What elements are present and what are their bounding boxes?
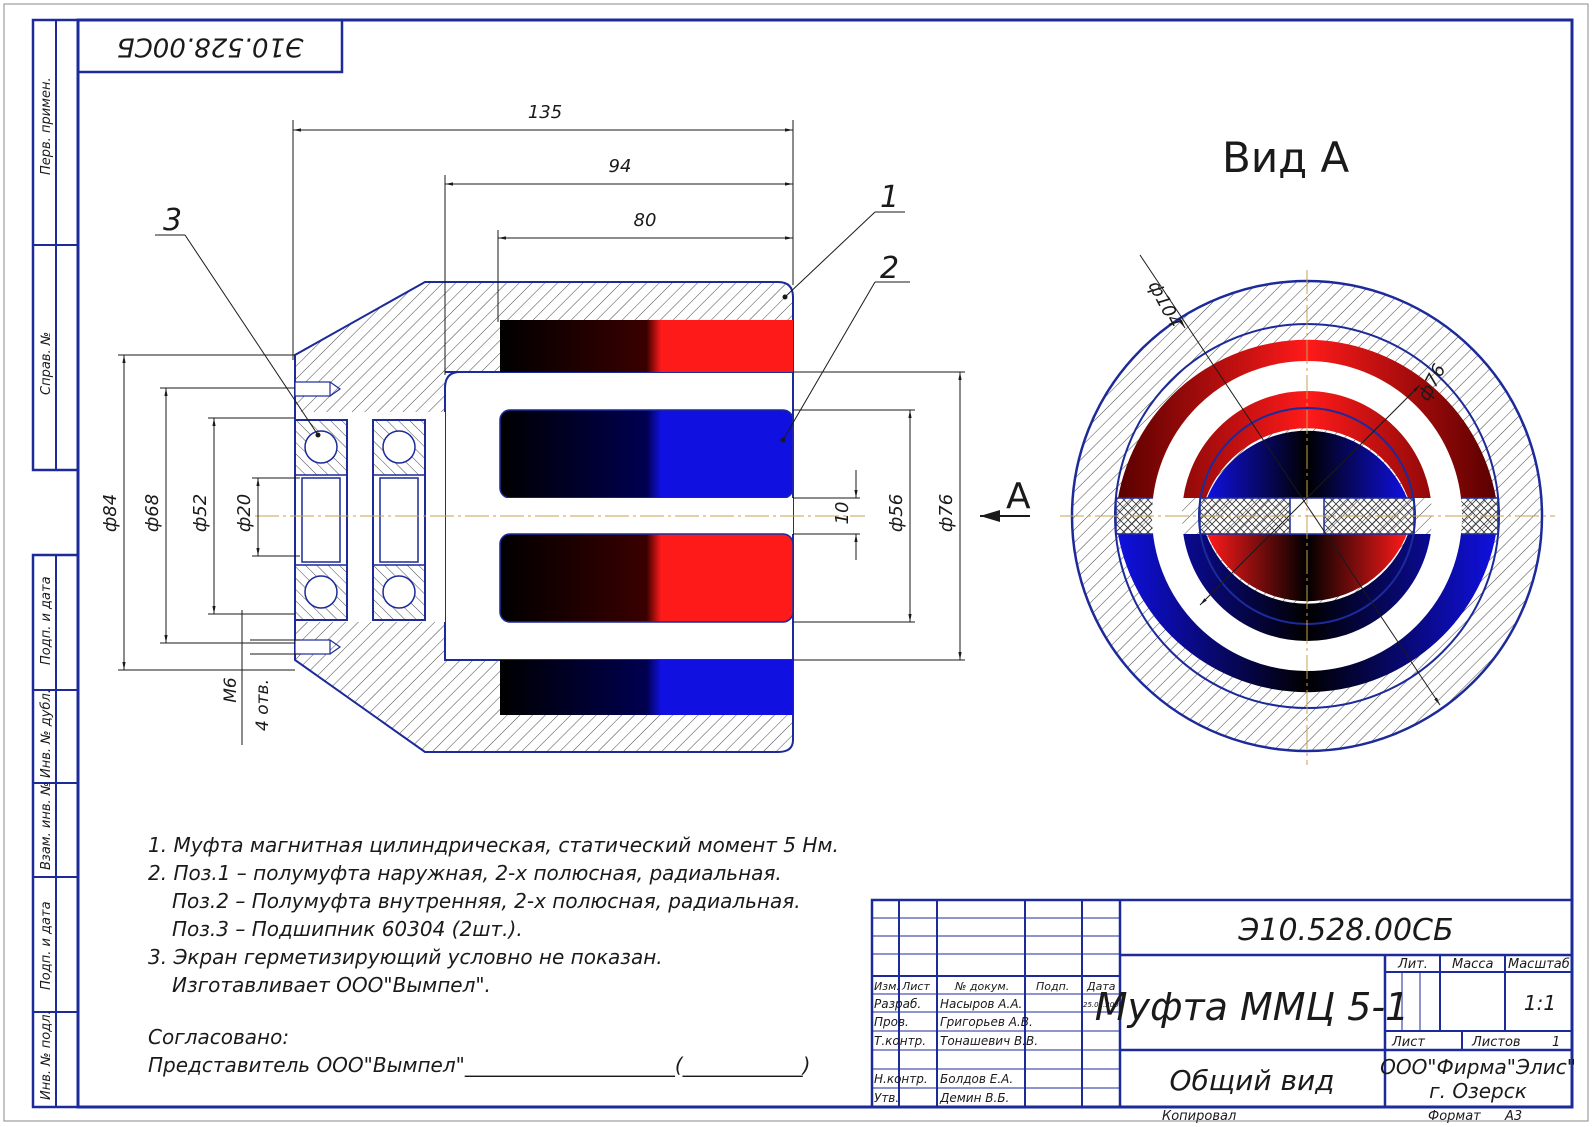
dim-80: 80 (634, 210, 657, 231)
title-block: Э10.528.00СБ Муфта ММЦ 5-1 Общий вид Изм… (870, 898, 1576, 1124)
tb-h-doc: № докум. (954, 980, 1009, 993)
tb-view: Общий вид (1169, 1064, 1334, 1097)
dim-d84: ф84 (100, 494, 121, 532)
inner-magnet-top (499, 409, 794, 499)
dim-135: 135 (528, 102, 562, 123)
tb-h-podp: Подп. (1036, 980, 1069, 993)
note-6: Изготавливает ООО"Вымпел". (172, 973, 491, 997)
code-stamp-top: Э10.528.00СБ (76, 18, 344, 74)
note-1: 1. Муфта магнитная цилиндрическая, стати… (148, 833, 839, 857)
tb-massa: Масса (1452, 957, 1493, 972)
tb-org-2: г. Озерск (1429, 1079, 1527, 1103)
outer-magnet-bottom (500, 660, 793, 715)
tb-format-label: Формат (1428, 1109, 1481, 1124)
note-3: Поз.2 – Полумуфта внутренняя, 2-х полюсн… (172, 889, 801, 913)
side-label-podp-data-2: Подп. и дата (39, 901, 54, 990)
dim-d20: ф20 (234, 494, 255, 532)
tb-name-4: Болдов Е.А. (940, 1072, 1013, 1086)
technical-notes: 1. Муфта магнитная цилиндрическая, стати… (148, 833, 839, 1077)
tb-name-1: Насыров А.А. (940, 997, 1022, 1011)
agreement-label: Согласовано: (148, 1025, 289, 1049)
tb-kopiroval: Копировал (1162, 1109, 1236, 1124)
tb-lit: Лит. (1397, 957, 1428, 972)
position-leaders: 1 2 3 (155, 180, 910, 443)
section-view (255, 281, 865, 753)
side-stamp: Перв. примен. Справ. № Подп. и дата Инв.… (31, 18, 80, 1109)
tb-role-5: Утв. (874, 1091, 899, 1105)
view-a-arrow-label: А (1006, 476, 1031, 517)
tb-date-1: 25.01.2006 (1083, 1001, 1124, 1009)
tb-sheets-label: Листов (1471, 1035, 1521, 1050)
position-1: 1 (880, 180, 899, 215)
inner-magnet-bottom (499, 533, 794, 623)
side-label-sprav: Справ. № (39, 332, 54, 395)
code-rotated: Э10.528.00СБ (117, 32, 304, 62)
tb-h-data: Дата (1086, 980, 1116, 993)
view-a-title: Вид А (1222, 133, 1349, 182)
note-2: 2. Поз.1 – полумуфта наружная, 2-х полюс… (148, 861, 782, 885)
tb-h-list: Лист (901, 980, 930, 993)
outer-magnet-top (500, 320, 793, 372)
dim-d56: ф56 (886, 494, 907, 532)
tb-sheets: 1 (1552, 1035, 1560, 1050)
tb-scale: 1:1 (1524, 991, 1556, 1015)
tb-name-3: Тонашевич В.В. (940, 1034, 1038, 1048)
tb-sheet-label: Лист (1391, 1035, 1425, 1050)
dim-d76: ф76 (936, 494, 957, 532)
tb-role-3: Т.контр. (874, 1034, 926, 1048)
dim-d104: ф104 (1144, 277, 1186, 331)
side-label-inv-podl: Инв. № подл. (39, 1010, 54, 1100)
tb-name-2: Григорьев А.В. (940, 1015, 1033, 1029)
note-5: 3. Экран герметизирующий условно не пока… (148, 945, 663, 969)
tb-name: Муфта ММЦ 5-1 (1095, 985, 1409, 1029)
tb-role-2: Пров. (874, 1015, 909, 1029)
side-label-vzam-inv: Взам. инв. № (39, 782, 54, 870)
tb-name-5: Демин В.Б. (939, 1091, 1009, 1105)
side-label-inv-dubl: Инв. № дубл. (39, 689, 54, 778)
dim-thread: М6 (221, 677, 241, 703)
dim-d52: ф52 (190, 494, 211, 532)
side-label-podp-data-1: Подп. и дата (39, 576, 54, 665)
agreement-line: Представитель ООО"Вымпел"_______________… (148, 1053, 810, 1077)
bearing-left (294, 419, 348, 621)
tb-h-izm: Изм. (874, 980, 900, 993)
dim-gap10: 10 (832, 502, 853, 525)
side-label-perv-primen: Перв. примен. (39, 77, 54, 175)
view-a: Вид А ф104 ф76 (1060, 133, 1555, 765)
position-2: 2 (880, 251, 899, 286)
dimensions-section: 135 94 80 ф84 ф68 ф52 ф20 М6 4 отв. (100, 102, 1031, 745)
bearing-right (372, 419, 426, 621)
tb-format: А3 (1504, 1109, 1522, 1124)
dim-d68: ф68 (142, 494, 163, 532)
note-4: Поз.3 – Подшипник 60304 (2шт.). (172, 917, 523, 941)
tb-role-4: Н.контр. (874, 1072, 928, 1086)
tb-masshtab: Масштаб (1508, 957, 1570, 972)
outer-frame (3, 3, 1589, 1122)
dim-94: 94 (609, 156, 632, 177)
position-3: 3 (163, 203, 182, 238)
dim-holes: 4 отв. (253, 679, 273, 731)
tb-role-1: Разраб. (874, 997, 921, 1011)
tb-org-1: ООО"Фирма"Элис" (1380, 1055, 1576, 1079)
tb-code: Э10.528.00СБ (1237, 913, 1453, 948)
